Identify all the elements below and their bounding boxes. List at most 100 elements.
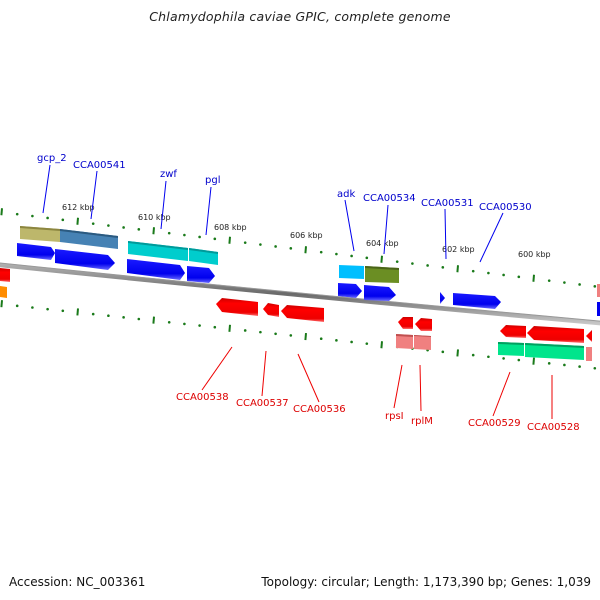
- lower-scale-minor-tick: [563, 363, 566, 367]
- cds-gcp-2: [17, 243, 55, 260]
- feature-cca00529-cog: [498, 342, 524, 356]
- lower-scale-minor-tick: [335, 339, 338, 342]
- lower-scale-minor-tick: [198, 324, 201, 327]
- feature-right-edge-cog: [586, 347, 592, 361]
- lower-scale-minor-tick: [137, 317, 141, 321]
- lower-scale-major-tick: [152, 316, 155, 324]
- cds-cca00534: [364, 285, 396, 301]
- lower-scale-minor-tick: [15, 304, 19, 308]
- upper-scale-minor-tick: [198, 235, 201, 239]
- upper-scale-major-tick: [152, 227, 155, 235]
- gene-label-rplm[interactable]: rplM: [411, 416, 433, 427]
- upper-scale-minor-tick: [213, 237, 217, 241]
- scale-label-608: 608 kbp: [214, 223, 247, 232]
- lower-scale-major-tick: [76, 308, 79, 316]
- feature-adk-cog: [339, 265, 364, 279]
- scale-label-612: 612 kbp: [62, 203, 95, 212]
- lower-scale-major-tick: [228, 324, 231, 332]
- lower-scale-minor-tick: [517, 358, 521, 362]
- cds-cca00528: [527, 326, 584, 343]
- scale-label-604: 604 kbp: [366, 239, 399, 248]
- feature-cca00541-cog: [60, 229, 118, 249]
- upper-scale-minor-tick: [122, 226, 125, 229]
- lower-scale-minor-tick: [289, 334, 293, 337]
- upper-scale-minor-tick: [31, 214, 34, 218]
- upper-scale-minor-tick: [593, 285, 597, 288]
- forward-label-leaders: [42, 164, 504, 263]
- cds-rpsi: [398, 317, 413, 329]
- lower-scale-minor-tick: [259, 330, 262, 334]
- genome-summary-text: Topology: circular; Length: 1,173,390 bp…: [261, 575, 591, 589]
- upper-scale-minor-tick: [563, 281, 566, 284]
- upper-scale-major-tick: [532, 274, 535, 282]
- gene-label-gcp-2[interactable]: gcp_2: [37, 153, 67, 164]
- lower-scale-minor-tick: [243, 329, 247, 332]
- cds-cca00538: [216, 298, 258, 316]
- gene-label-cca00528[interactable]: CCA00528: [527, 422, 580, 433]
- upper-scale-major-tick: [304, 246, 307, 254]
- upper-scale-minor-tick: [335, 252, 338, 256]
- upper-scale-major-tick: [380, 255, 383, 263]
- cds-pgl: [187, 266, 215, 283]
- cds-cca00541: [55, 249, 115, 270]
- gene-label-zwf[interactable]: zwf: [160, 169, 177, 180]
- feature-rplm-cog: [414, 335, 431, 350]
- feature-edge-right-cog: [597, 284, 600, 297]
- cds-left-edge-orange: [0, 286, 7, 298]
- gene-label-cca00541[interactable]: CCA00541: [73, 160, 126, 171]
- lower-scale-minor-tick: [213, 325, 217, 329]
- genome-backbone: [0, 262, 600, 326]
- gene-label-cca00536[interactable]: CCA00536: [293, 404, 346, 415]
- gene-label-cca00530[interactable]: CCA00530: [479, 202, 532, 213]
- lower-scale-minor-tick: [441, 350, 445, 354]
- left-edge-features: [0, 268, 10, 298]
- upper-scale-major-tick: [0, 208, 3, 216]
- map-title: Chlamydophila caviae GPIC, complete geno…: [149, 9, 451, 24]
- upper-scale-minor-tick: [578, 283, 581, 286]
- cds-cca00531: [440, 292, 445, 304]
- gene-label-cca00529[interactable]: CCA00529: [468, 418, 521, 429]
- accession-text: Accession: NC_003361: [9, 575, 146, 589]
- upper-scale-major-tick: [228, 236, 231, 244]
- reverse-cog-features: [396, 334, 592, 361]
- gene-label-pgl[interactable]: pgl: [205, 175, 220, 186]
- lower-scale-minor-tick: [122, 316, 125, 319]
- lower-scale-minor-tick: [350, 340, 353, 344]
- lower-scale-major-tick: [304, 332, 307, 341]
- lower-scale-minor-tick: [274, 332, 277, 336]
- gene-label-cca00531[interactable]: CCA00531: [421, 198, 474, 209]
- cds-edge-right: [597, 302, 600, 316]
- gene-label-cca00538[interactable]: CCA00538: [176, 392, 229, 403]
- feature-cca00534-cog: [365, 266, 399, 283]
- upper-scale-minor-tick: [137, 228, 141, 231]
- cds-adk: [338, 283, 362, 298]
- feature-zwf-cog: [128, 241, 188, 261]
- lower-scale-minor-tick: [319, 337, 323, 340]
- upper-scale-minor-tick: [183, 233, 186, 237]
- lower-scale-major-tick: [0, 300, 3, 308]
- upper-scale-minor-tick: [426, 264, 429, 267]
- upper-scale-minor-tick: [91, 222, 95, 225]
- gene-label-cca00534[interactable]: CCA00534: [363, 193, 416, 204]
- lower-scale-minor-tick: [593, 366, 597, 370]
- lower-scale-major-tick: [380, 341, 383, 349]
- lower-scale-minor-tick: [183, 322, 186, 326]
- forward-cds: [17, 243, 600, 316]
- gene-label-rpsi[interactable]: rpsI: [385, 411, 404, 422]
- upper-scale-minor-tick: [259, 243, 262, 246]
- lower-scale-ticks: [0, 300, 597, 370]
- upper-scale-minor-tick: [350, 254, 353, 258]
- lower-scale-minor-tick: [107, 314, 110, 318]
- upper-scale-major-tick: [76, 217, 79, 225]
- gene-label-adk[interactable]: adk: [337, 189, 355, 200]
- lower-scale-minor-tick: [578, 365, 581, 368]
- gene-label-cca00537[interactable]: CCA00537: [236, 398, 289, 409]
- lower-scale-minor-tick: [46, 307, 49, 311]
- upper-scale-minor-tick: [502, 273, 505, 277]
- lower-scale-minor-tick: [487, 355, 490, 359]
- upper-scale-minor-tick: [15, 212, 19, 216]
- lower-scale-major-tick: [532, 357, 535, 365]
- upper-scale-minor-tick: [46, 216, 49, 220]
- upper-scale-minor-tick: [517, 275, 521, 279]
